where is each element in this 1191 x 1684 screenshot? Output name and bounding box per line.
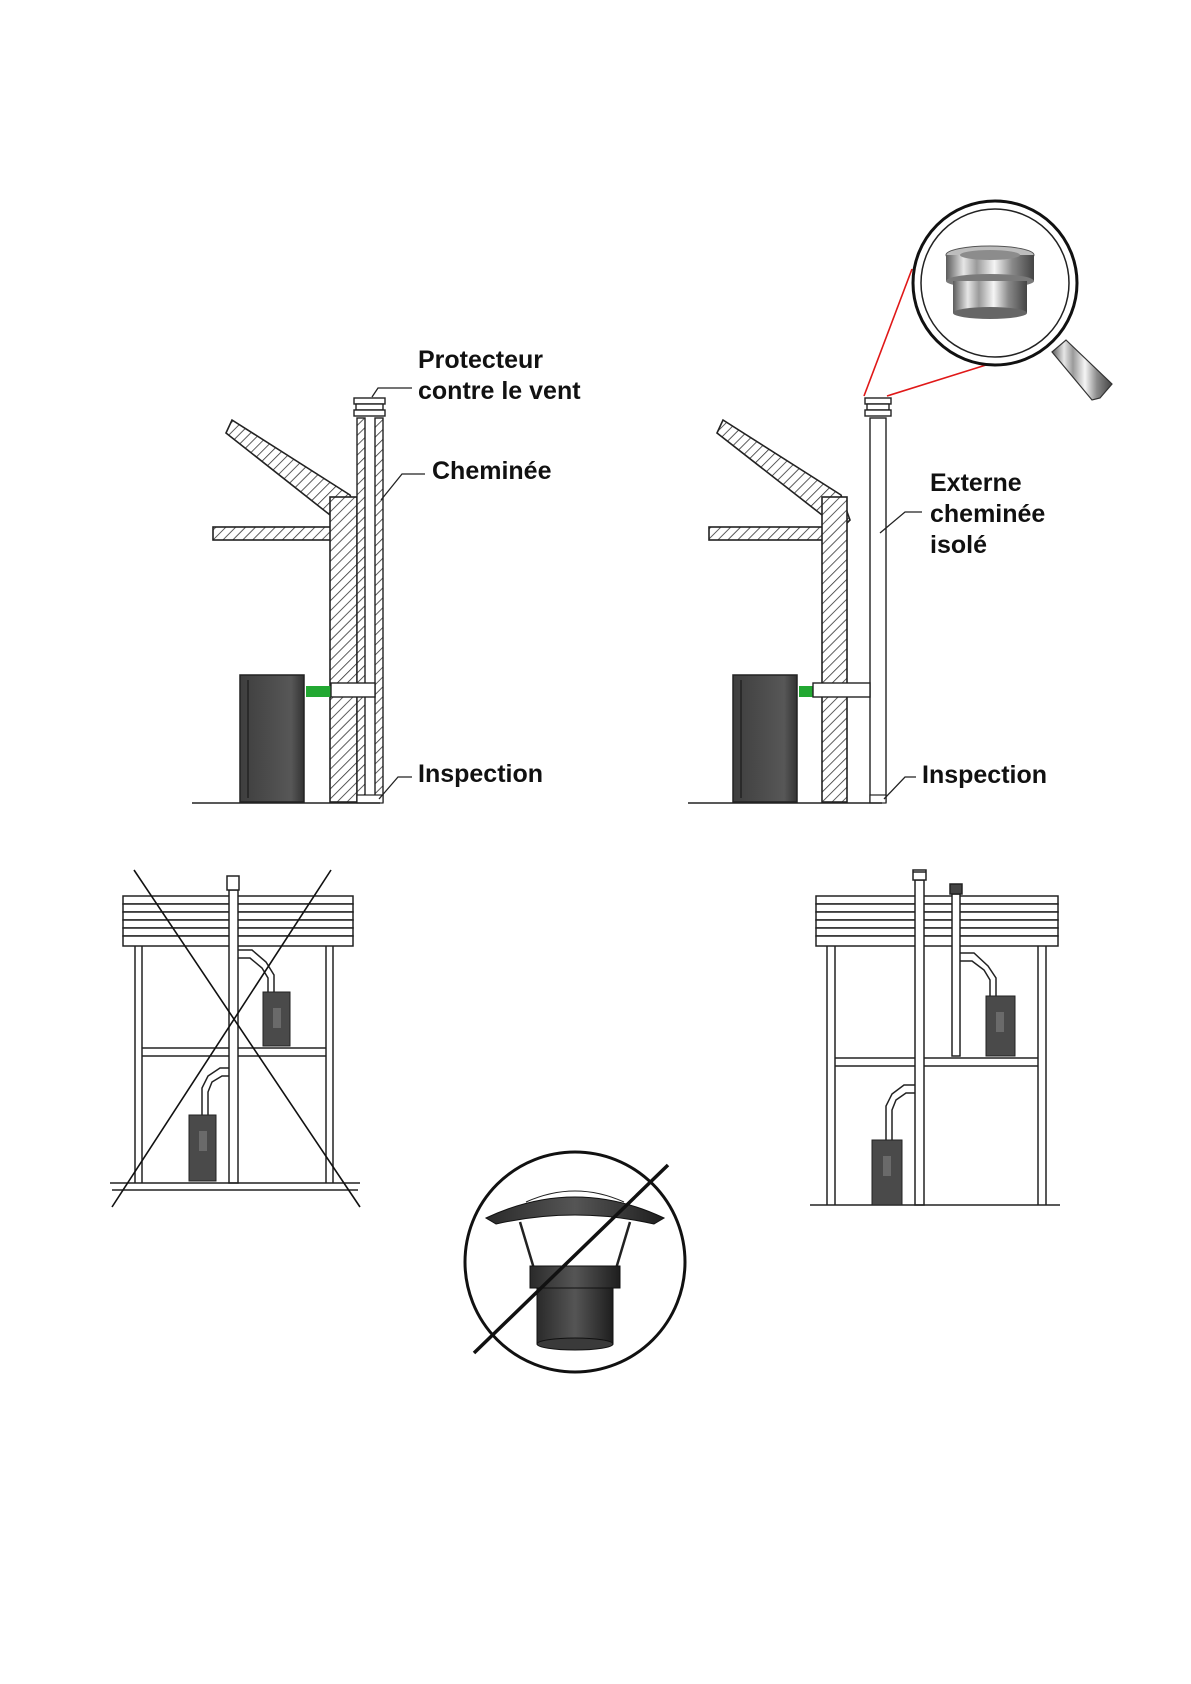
flue-pipe-right bbox=[813, 683, 870, 697]
green-connector bbox=[306, 686, 331, 697]
masonry-wall bbox=[330, 497, 357, 802]
green-connector-right bbox=[799, 686, 813, 697]
wind-cowl-icon bbox=[946, 246, 1034, 319]
chimney-flue-left-wall bbox=[357, 418, 365, 802]
diagram-shared-flue-incorrect bbox=[110, 876, 360, 1190]
floor-slab-right bbox=[709, 527, 832, 540]
diagram-internal-chimney: Protecteur contre le vent Cheminée Inspe… bbox=[192, 346, 581, 803]
magnifier-icon bbox=[913, 201, 1112, 400]
label-inspection-right: Inspection bbox=[922, 761, 1047, 789]
label-external-line1: Externe bbox=[930, 469, 1022, 497]
label-inspection-left: Inspection bbox=[418, 760, 543, 788]
wind-guard bbox=[354, 398, 385, 416]
diagram-external-insulated-chimney: Externe cheminée isolé Inspection bbox=[688, 201, 1112, 803]
flue-pipe bbox=[331, 683, 375, 697]
inspection-base-right bbox=[870, 795, 886, 803]
chimney-flue-right-wall bbox=[375, 418, 383, 802]
stove-right bbox=[733, 675, 797, 802]
label-windguard-line2: contre le vent bbox=[418, 377, 581, 405]
diagram-separate-flues-correct bbox=[810, 870, 1060, 1205]
wind-guard-right bbox=[865, 398, 891, 416]
external-chimney-pipe bbox=[870, 418, 886, 802]
prohibited-rain-hat bbox=[465, 1152, 685, 1372]
label-chimney: Cheminée bbox=[432, 457, 552, 485]
label-windguard-line1: Protecteur bbox=[418, 346, 543, 374]
masonry-wall-right bbox=[822, 497, 847, 802]
stove bbox=[240, 675, 304, 802]
floor-slab bbox=[213, 527, 341, 540]
label-external-line3: isolé bbox=[930, 531, 987, 559]
label-external-line2: cheminée bbox=[930, 500, 1045, 528]
